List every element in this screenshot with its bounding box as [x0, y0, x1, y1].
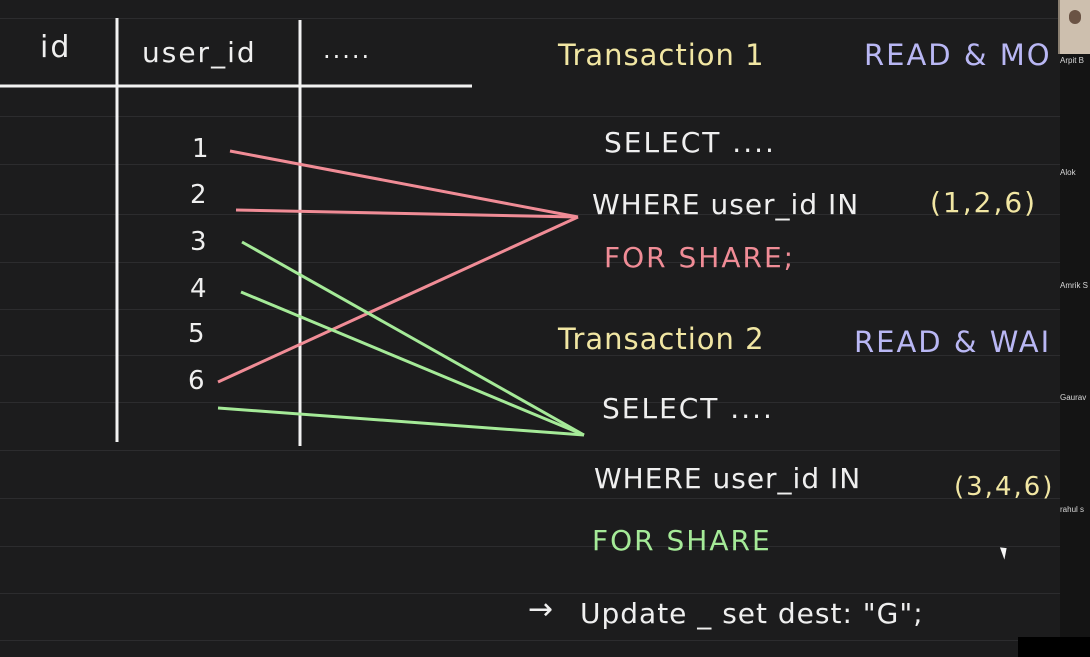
t2-connector-row-3	[241, 240, 585, 437]
column-header-user-id: user_id	[142, 36, 257, 69]
transaction-2-lock-clause: FOR SHARE	[592, 524, 772, 557]
participant-sidebar	[1060, 0, 1090, 657]
t2-connector-row-6	[217, 406, 585, 437]
ruled-line	[0, 593, 1060, 594]
column-header-more: .....	[323, 36, 372, 64]
transaction-1-where: WHERE user_id IN	[592, 188, 860, 221]
whiteboard-canvas[interactable]: id user_id ..... 1 2 3 4 5 6 Transaction…	[0, 0, 1060, 657]
ruled-line	[0, 546, 1060, 547]
row-id-5: 5	[188, 319, 207, 349]
participant-name[interactable]: Alok	[1060, 168, 1076, 177]
lock-connectors	[217, 149, 585, 437]
ruled-line	[0, 262, 1060, 263]
participant-avatar-icon	[1069, 10, 1081, 24]
row-id-4: 4	[190, 274, 209, 304]
t1-connector-row-2	[235, 208, 579, 219]
transaction-1-lock-clause: FOR SHARE;	[604, 241, 796, 274]
ruled-line	[0, 402, 1060, 403]
update-statement: Update _ set dest: "G";	[580, 597, 924, 630]
ruled-line	[0, 214, 1060, 215]
transaction-1-title: Transaction 1	[558, 38, 765, 72]
transaction-1-select: SELECT ....	[604, 126, 776, 159]
transaction-1-mode: READ & MO	[864, 38, 1052, 72]
update-arrow: →	[528, 592, 556, 627]
transaction-2-mode: READ & WAI	[854, 325, 1052, 359]
transaction-2-title: Transaction 2	[558, 322, 765, 356]
ruled-line	[0, 18, 1060, 19]
participant-name[interactable]: rahul s	[1060, 505, 1085, 514]
t1-connector-row-1	[229, 149, 579, 219]
bottom-toolbar-edge	[1018, 637, 1090, 657]
ruled-line	[0, 450, 1060, 451]
participant-name[interactable]: Amrik S	[1060, 281, 1088, 290]
row-id-3: 3	[190, 227, 209, 257]
participant-video-tile[interactable]	[1058, 0, 1090, 54]
ruled-line	[0, 498, 1060, 499]
ruled-line	[0, 355, 1060, 356]
column-header-id: id	[40, 30, 72, 65]
ruled-line	[0, 116, 1060, 117]
ruled-line	[0, 164, 1060, 165]
participant-name[interactable]: Arpit B	[1060, 56, 1085, 65]
transaction-1-values: (1,2,6)	[930, 186, 1038, 219]
transaction-2-values: (3,4,6)	[954, 472, 1055, 502]
transaction-2-where: WHERE user_id IN	[594, 462, 862, 495]
row-id-2: 2	[190, 180, 209, 210]
t1-connector-row-6	[217, 215, 579, 384]
t2-connector-row-4	[240, 290, 585, 437]
ruled-line	[0, 640, 1060, 641]
table-grid	[0, 18, 472, 446]
row-id-6: 6	[188, 366, 207, 396]
row-id-1: 1	[192, 134, 211, 164]
participant-name[interactable]: Gaurav	[1060, 393, 1087, 402]
ruled-line	[0, 309, 1060, 310]
transaction-2-select: SELECT ....	[602, 392, 774, 425]
